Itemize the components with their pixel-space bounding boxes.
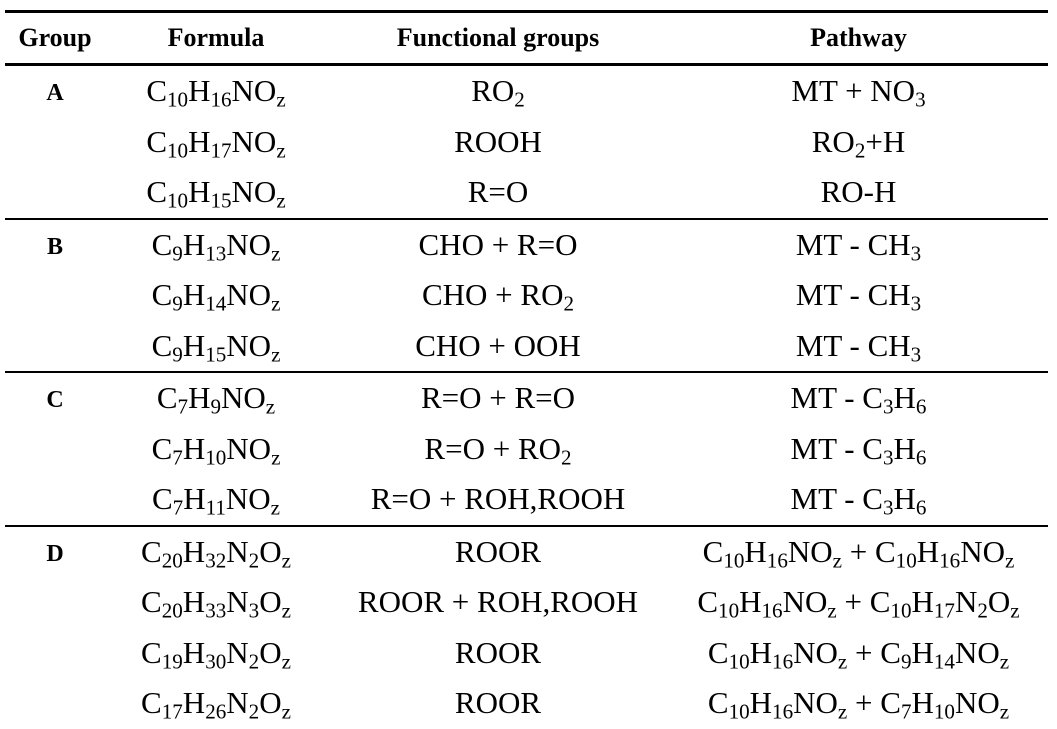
functional-groups-cell: CHO + RO2 <box>421 277 575 316</box>
formula-cell: C20H33N3Oz <box>141 584 291 623</box>
functional-groups-cell: CHO + R=O <box>327 217 669 270</box>
header-formula: Formula <box>105 10 327 66</box>
functional-groups-cell: ROOR + ROH,ROOH <box>357 584 639 620</box>
table-row: C20H33N3Oz ROOR + ROH,ROOH C10H16NOz + C10… <box>5 577 1048 628</box>
table-row: C9H15NOz CHO + OOH MT - CH3 <box>5 321 1048 373</box>
formula-cell: C10H17NOz <box>146 123 286 163</box>
header-functional-groups: Functional groups <box>327 10 669 66</box>
formula-cell: C10H16NOz <box>146 73 286 112</box>
functional-groups-cell: R=O <box>467 174 529 210</box>
pathway-cell: MT - CH3 <box>795 327 922 367</box>
table-row: C10H15NOz R=O RO-H <box>5 167 1048 219</box>
pathway-cell: C10H16NOz + C9H14NOz <box>707 634 1010 674</box>
pathway-cell: C10H16NOz + C10H17N2Oz <box>697 584 1020 623</box>
table-row: C19H30N2Oz ROOR C10H16NOz + C9H14NOz <box>5 628 1048 679</box>
pathway-cell: RO-H <box>820 174 897 210</box>
formula-cell: C17H26N2Oz <box>141 685 291 724</box>
table-row: C17H26N2Oz ROOR C10H16NOz + C7H10NOz <box>5 678 1048 729</box>
group-label: B <box>5 217 105 372</box>
formula-cell: C9H14NOz <box>151 277 281 316</box>
table-row: C7H10NOz R=O + RO2 MT - C3H6 <box>5 424 1048 475</box>
functional-groups-cell: R=O + RO2 <box>424 430 572 470</box>
pathway-cell: MT - C3H6 <box>790 430 927 470</box>
group-label: D <box>5 524 105 729</box>
formula-cell: C20H32N2Oz <box>105 524 327 577</box>
pathway-cell: RO2+H <box>811 123 906 163</box>
pathway-cell: MT - CH3 <box>795 277 922 316</box>
formula-cell: C19H30N2Oz <box>141 634 291 674</box>
table-row: C10H17NOz ROOH RO2+H <box>5 117 1048 168</box>
header-group: Group <box>5 10 105 66</box>
table-row: C9H14NOz CHO + RO2 MT - CH3 <box>5 270 1048 321</box>
table-header: Group Formula Functional groups Pathway <box>5 10 1048 66</box>
pathway-cell: MT - C3H6 <box>669 371 1048 424</box>
formula-cell: C9H15NOz <box>151 327 281 367</box>
compound-table: Group Formula Functional groups Pathway … <box>5 10 1048 729</box>
header-pathway: Pathway <box>669 10 1048 66</box>
functional-groups-cell: RO2 <box>471 73 525 112</box>
pathway-cell: C10H16NOz + C7H10NOz <box>707 685 1010 724</box>
formula-cell: C7H10NOz <box>151 430 281 470</box>
group-label: A <box>46 80 64 106</box>
table-row: A C10H16NOz RO2 MT + NO3 <box>5 65 1048 117</box>
functional-groups-cell: CHO + OOH <box>415 327 581 363</box>
functional-groups-cell: R=O + R=O <box>327 371 669 424</box>
table-row: C7H11NOz R=O + ROH,ROOH MT - C3H6 <box>5 474 1048 526</box>
formula-cell: C10H15NOz <box>146 174 286 213</box>
header-row: Group Formula Functional groups Pathway <box>5 10 1048 66</box>
formula-cell: C7H9NOz <box>105 371 327 424</box>
functional-groups-cell: R=O + ROH,ROOH <box>370 481 626 517</box>
functional-groups-cell: ROOR <box>454 685 542 721</box>
pathway-cell: MT - CH3 <box>669 217 1048 270</box>
formula-cell: C7H11NOz <box>151 481 281 520</box>
pathway-cell: C10H16NOz + C10H16NOz <box>669 524 1048 577</box>
pathway-cell: MT - C3H6 <box>790 481 927 520</box>
formula-cell: C9H13NOz <box>105 217 327 270</box>
table-container: Group Formula Functional groups Pathway … <box>5 10 1048 729</box>
group-label: C <box>5 371 105 526</box>
functional-groups-cell: ROOH <box>454 123 542 159</box>
pathway-cell: MT + NO3 <box>791 73 926 112</box>
functional-groups-cell: ROOR <box>454 634 542 670</box>
functional-groups-cell: ROOR <box>327 524 669 577</box>
